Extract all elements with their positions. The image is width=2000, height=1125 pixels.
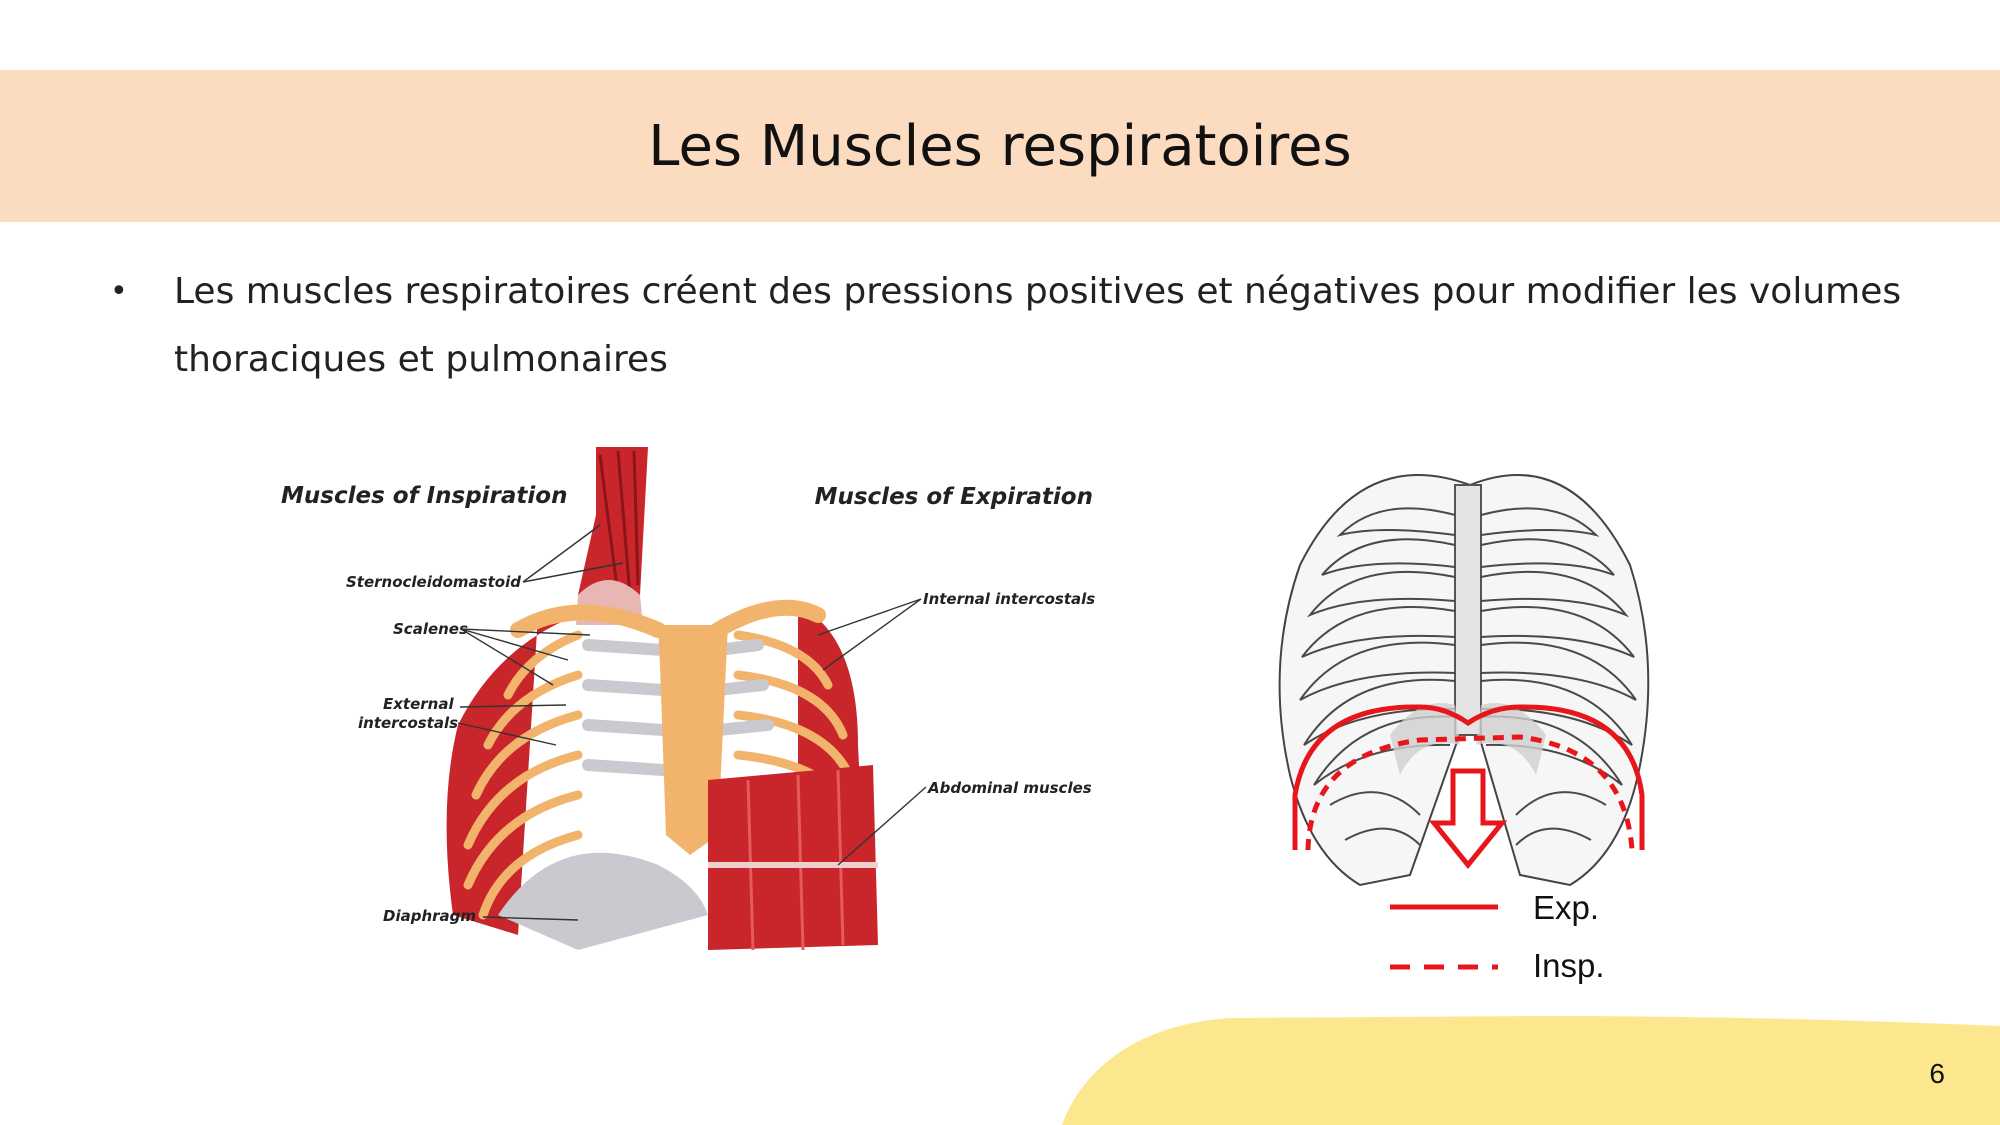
heading-inspiration: Muscles of Inspiration — [281, 483, 567, 509]
heading-expiration: Muscles of Expiration — [815, 484, 1093, 510]
legend-inspiration-label: Insp. — [1533, 947, 1605, 984]
label-internal-intercostals: Internal intercostals — [923, 590, 1095, 608]
bullet-marker: • — [110, 274, 128, 309]
rib-cage-diaphragm-figure: Exp. Insp. — [1270, 445, 1710, 1005]
slide-title: Les Muscles respiratoires — [648, 113, 1352, 179]
label-sternocleidomastoid: Sternocleidomastoid — [346, 573, 521, 591]
leader-lines — [457, 524, 927, 921]
arrow-down-icon — [1428, 768, 1508, 869]
label-diaphragm: Diaphragm — [383, 907, 476, 925]
bullet-line-2: thoraciques et pulmonaires — [174, 339, 668, 380]
label-scalenes: Scalenes — [393, 620, 468, 638]
title-band: Les Muscles respiratoires — [0, 70, 2000, 222]
legend-expiration-label: Exp. — [1533, 889, 1599, 926]
bullet-text: Les muscles respiratoires créent des pre… — [174, 258, 1974, 394]
bullet-line-1: Les muscles respiratoires créent des pre… — [174, 271, 1902, 312]
page-number: 6 — [1929, 1058, 1945, 1089]
diaphragm-expiration-line — [1292, 704, 1645, 850]
label-abdominal-muscles: Abdominal muscles — [927, 779, 1092, 797]
ribs — [1299, 507, 1637, 846]
respiratory-muscles-figure: Muscles of Inspiration Muscles of Expira… — [278, 445, 1098, 955]
label-external-intercostals-1: External — [383, 695, 454, 713]
label-external-intercostals-2: intercostals — [358, 714, 458, 732]
